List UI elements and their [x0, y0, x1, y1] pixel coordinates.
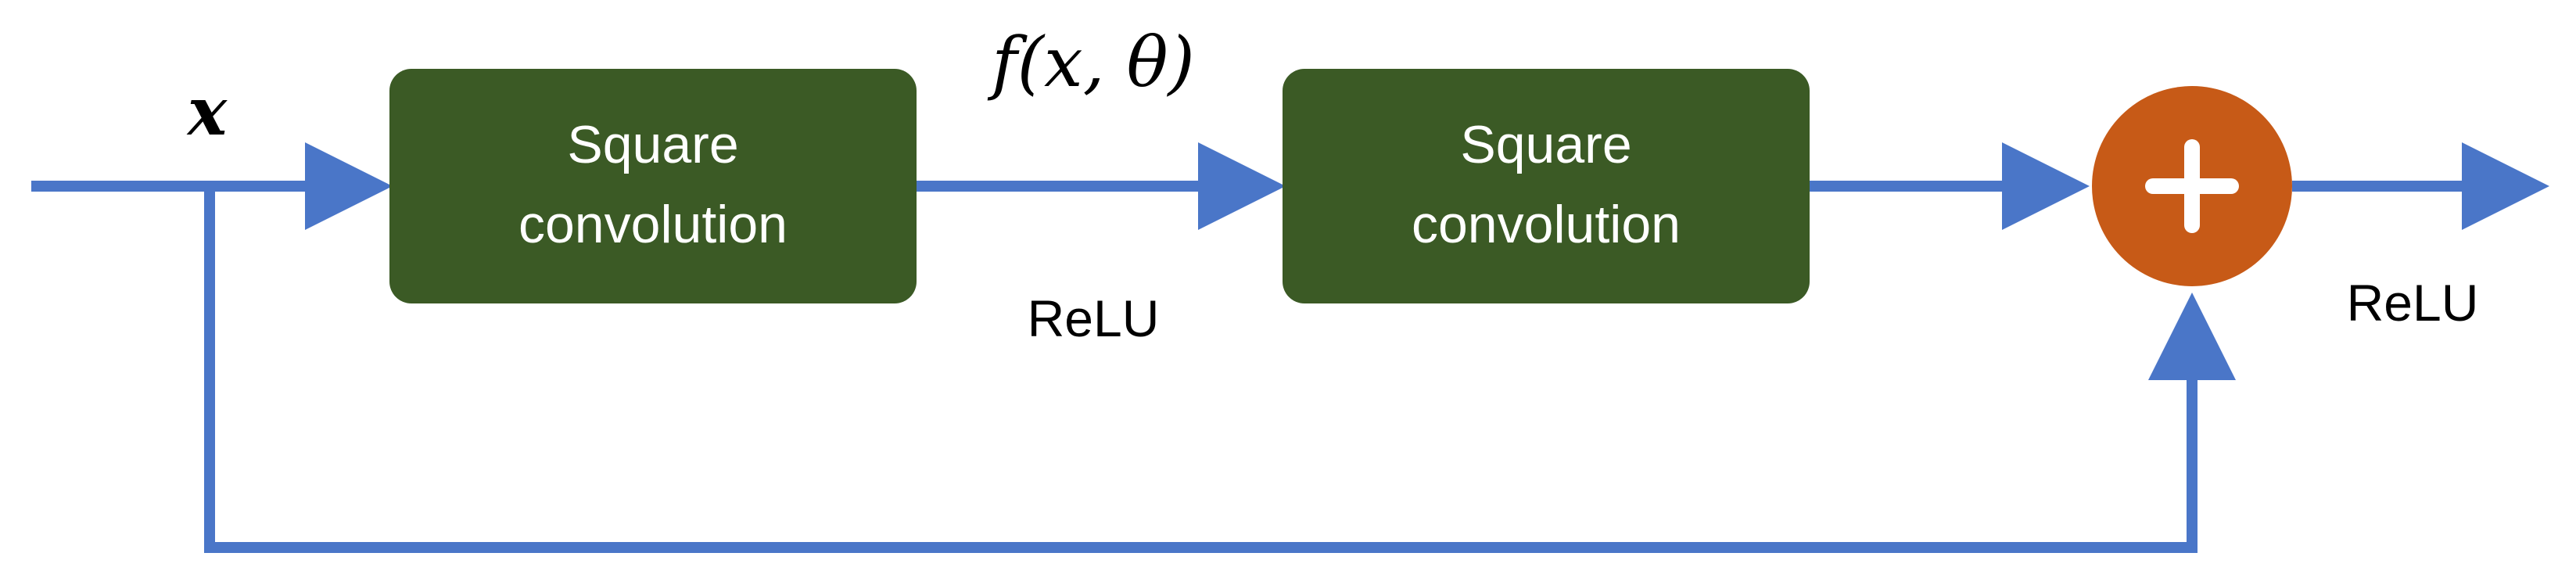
block-2-label-line-2: convolution [1412, 195, 1681, 254]
input-label: x [186, 73, 228, 150]
square-convolution-block-2 [1283, 69, 1810, 303]
block-1-label-line-2: convolution [518, 195, 788, 254]
relu-label-1: ReLU [1028, 289, 1160, 347]
block-1-label-line-1: Square [567, 115, 738, 174]
relu-label-2: ReLU [2347, 274, 2479, 332]
block-2-label-line-1: Square [1460, 115, 1631, 174]
skip-connection [204, 186, 2236, 553]
plus-icon [2145, 139, 2239, 233]
square-convolution-block-1 [389, 69, 917, 303]
function-label: f(x, θ) [987, 22, 1195, 102]
